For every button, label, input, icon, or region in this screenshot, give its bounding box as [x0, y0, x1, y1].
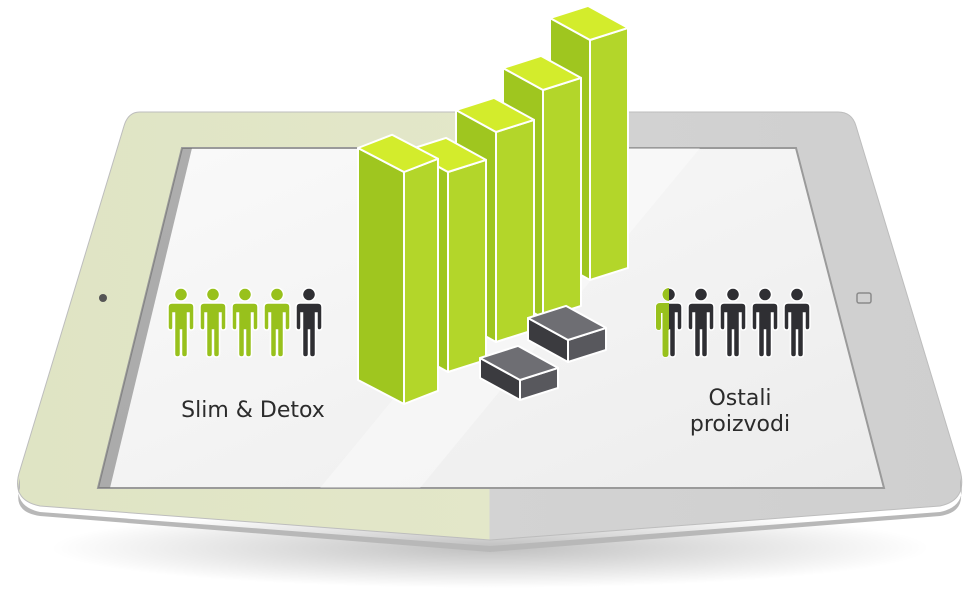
box-icon — [527, 304, 607, 363]
person-icon — [167, 287, 195, 358]
bar-group — [357, 4, 629, 405]
box-group — [479, 304, 607, 401]
camera-icon — [99, 294, 107, 302]
person-icon — [199, 287, 227, 358]
person-icon — [231, 287, 259, 358]
slim-detox-label: Slim & Detox — [181, 398, 325, 423]
person-icon — [687, 287, 715, 358]
people-group-slim-detox — [167, 287, 323, 358]
people-group-ostali — [655, 287, 811, 358]
ostali-proizvodi-label: Ostali proizvodi — [660, 386, 820, 438]
person-icon — [655, 287, 683, 358]
box-icon — [479, 344, 559, 401]
status-bar — [98, 148, 192, 488]
home-button-icon — [856, 292, 872, 304]
person-icon — [783, 287, 811, 358]
person-icon — [295, 287, 323, 358]
person-icon — [719, 287, 747, 358]
ostali-label-line2: proizvodi — [689, 412, 791, 437]
ostali-label-line1: Ostali — [708, 386, 772, 411]
person-icon — [263, 287, 291, 358]
person-icon — [751, 287, 779, 358]
bar-icon — [357, 133, 439, 405]
